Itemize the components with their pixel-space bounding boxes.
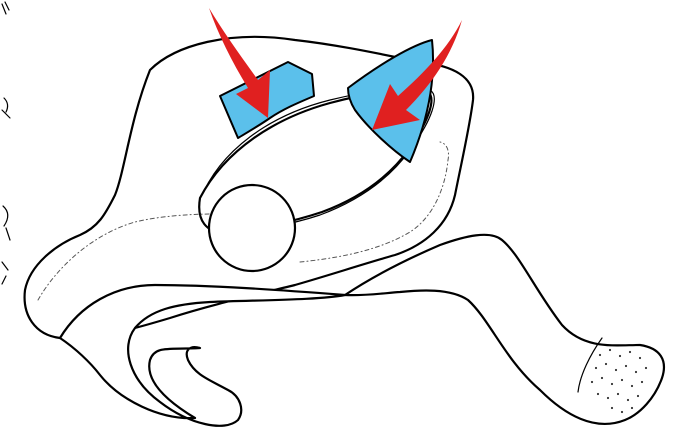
- dotted-grip-tip: [577, 337, 648, 414]
- thumb-icon: [343, 233, 666, 425]
- left-arrow-icon: [209, 8, 270, 118]
- right-arrow-icon: [372, 20, 462, 130]
- edge-glyph-fragments: [1, 1, 11, 285]
- palm-crease: [199, 86, 435, 234]
- lower-finger-outline: [58, 283, 347, 427]
- round-button-icon: [207, 183, 297, 273]
- palm-dashed-line: [37, 141, 449, 301]
